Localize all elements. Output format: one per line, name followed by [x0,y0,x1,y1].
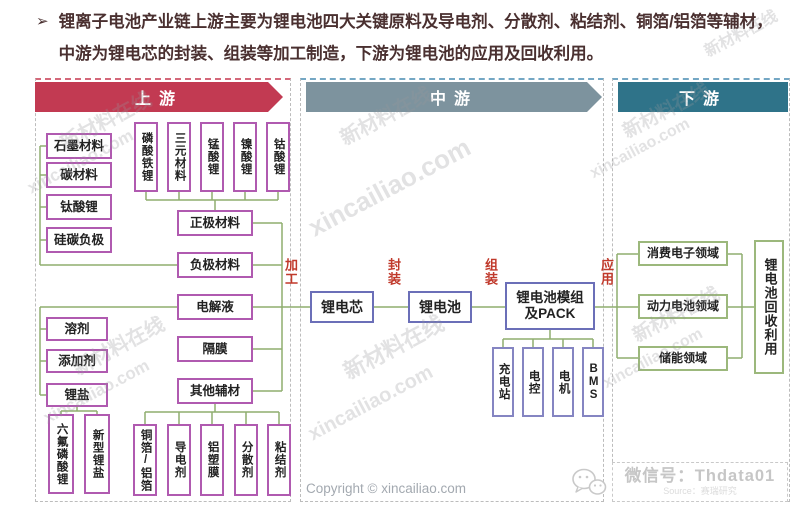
pack-label-line1: 锂电池模组 [516,290,584,306]
stage-assembly-label: 组装 [483,258,498,286]
box-consumer-electronics: 消费电子领域 [638,241,728,266]
box-battery-recycling: 锂电池回收利用 [754,240,784,374]
stage-application-label: 应用 [599,258,614,286]
box-graphite-material: 石墨材料 [46,133,112,159]
box-power-battery: 动力电池领域 [638,294,728,319]
box-cathode-material: 正极材料 [177,210,253,236]
wechat-icon [572,468,607,495]
heading: ➢ 锂离子电池产业链上游主要为锂电池四大关键原料及导电剂、分散剂、粘结剂、铜箔/… [36,6,784,70]
midstream-banner: 中游 [306,82,602,112]
box-new-lithium-salt: 新型锂盐 [84,414,110,494]
box-solvent: 溶剂 [46,317,108,341]
stage-processing-label: 加工 [283,258,298,286]
box-additive: 添加剂 [46,349,108,373]
box-lithium-salt: 锂盐 [46,383,108,407]
wechat-id-text: 微信号：Thdata01 [624,467,776,486]
box-lco: 钴酸锂 [266,122,290,192]
box-energy-storage: 储能领域 [638,346,728,371]
box-electric-control: 电控 [522,347,544,417]
stage-packaging-label: 封装 [386,258,401,286]
box-electrolyte: 电解液 [177,294,253,320]
box-dispersant: 分散剂 [234,424,258,496]
midstream-section [300,78,604,502]
box-lithium-battery: 锂电池 [408,291,472,323]
box-silicon-carbon-anode: 硅碳负极 [46,227,112,253]
box-charging-station: 充电站 [492,347,514,417]
downstream-banner: 下游 [618,82,788,112]
heading-text: 锂离子电池产业链上游主要为锂电池四大关键原料及导电剂、分散剂、粘结剂、铜箔/铝箔… [58,13,773,64]
copyright-text: Copyright © xincailiao.com [306,481,467,496]
box-copper-aluminum-foil: 铜箔/铝箔 [133,424,157,496]
box-battery-cell: 锂电芯 [310,291,374,323]
pack-label-line2: 及PACK [524,306,576,321]
box-other-aux: 其他辅材 [177,378,253,404]
box-carbon-material: 碳材料 [46,162,112,188]
box-binder: 粘结剂 [267,424,291,496]
wechat-id-box: 微信号：Thdata01 Source：赛瑞研究 [612,462,788,502]
box-conductive-agent: 导电剂 [167,424,191,496]
box-lno: 镍酸锂 [233,122,257,192]
box-lfp: 磷酸铁锂 [134,122,158,192]
source-text: Source：赛瑞研究 [663,485,737,496]
box-motor: 电机 [552,347,574,417]
box-separator: 隔膜 [177,336,253,362]
upstream-banner: 上游 [35,82,283,112]
box-bms: BMS [582,347,604,417]
box-lipf6: 六氟磷酸锂 [48,414,74,494]
box-lithium-titanate: 钛酸锂 [46,194,112,220]
box-lmo: 锰酸锂 [200,122,224,192]
box-ternary-material: 三元材料 [167,122,191,192]
box-aluminum-plastic-film: 铝塑膜 [200,424,224,496]
box-anode-material: 负极材料 [177,252,253,278]
box-battery-module-pack: 锂电池模组 及PACK [505,282,595,330]
arrow-bullet-icon: ➢ [36,13,49,30]
upstream-section [35,78,291,502]
